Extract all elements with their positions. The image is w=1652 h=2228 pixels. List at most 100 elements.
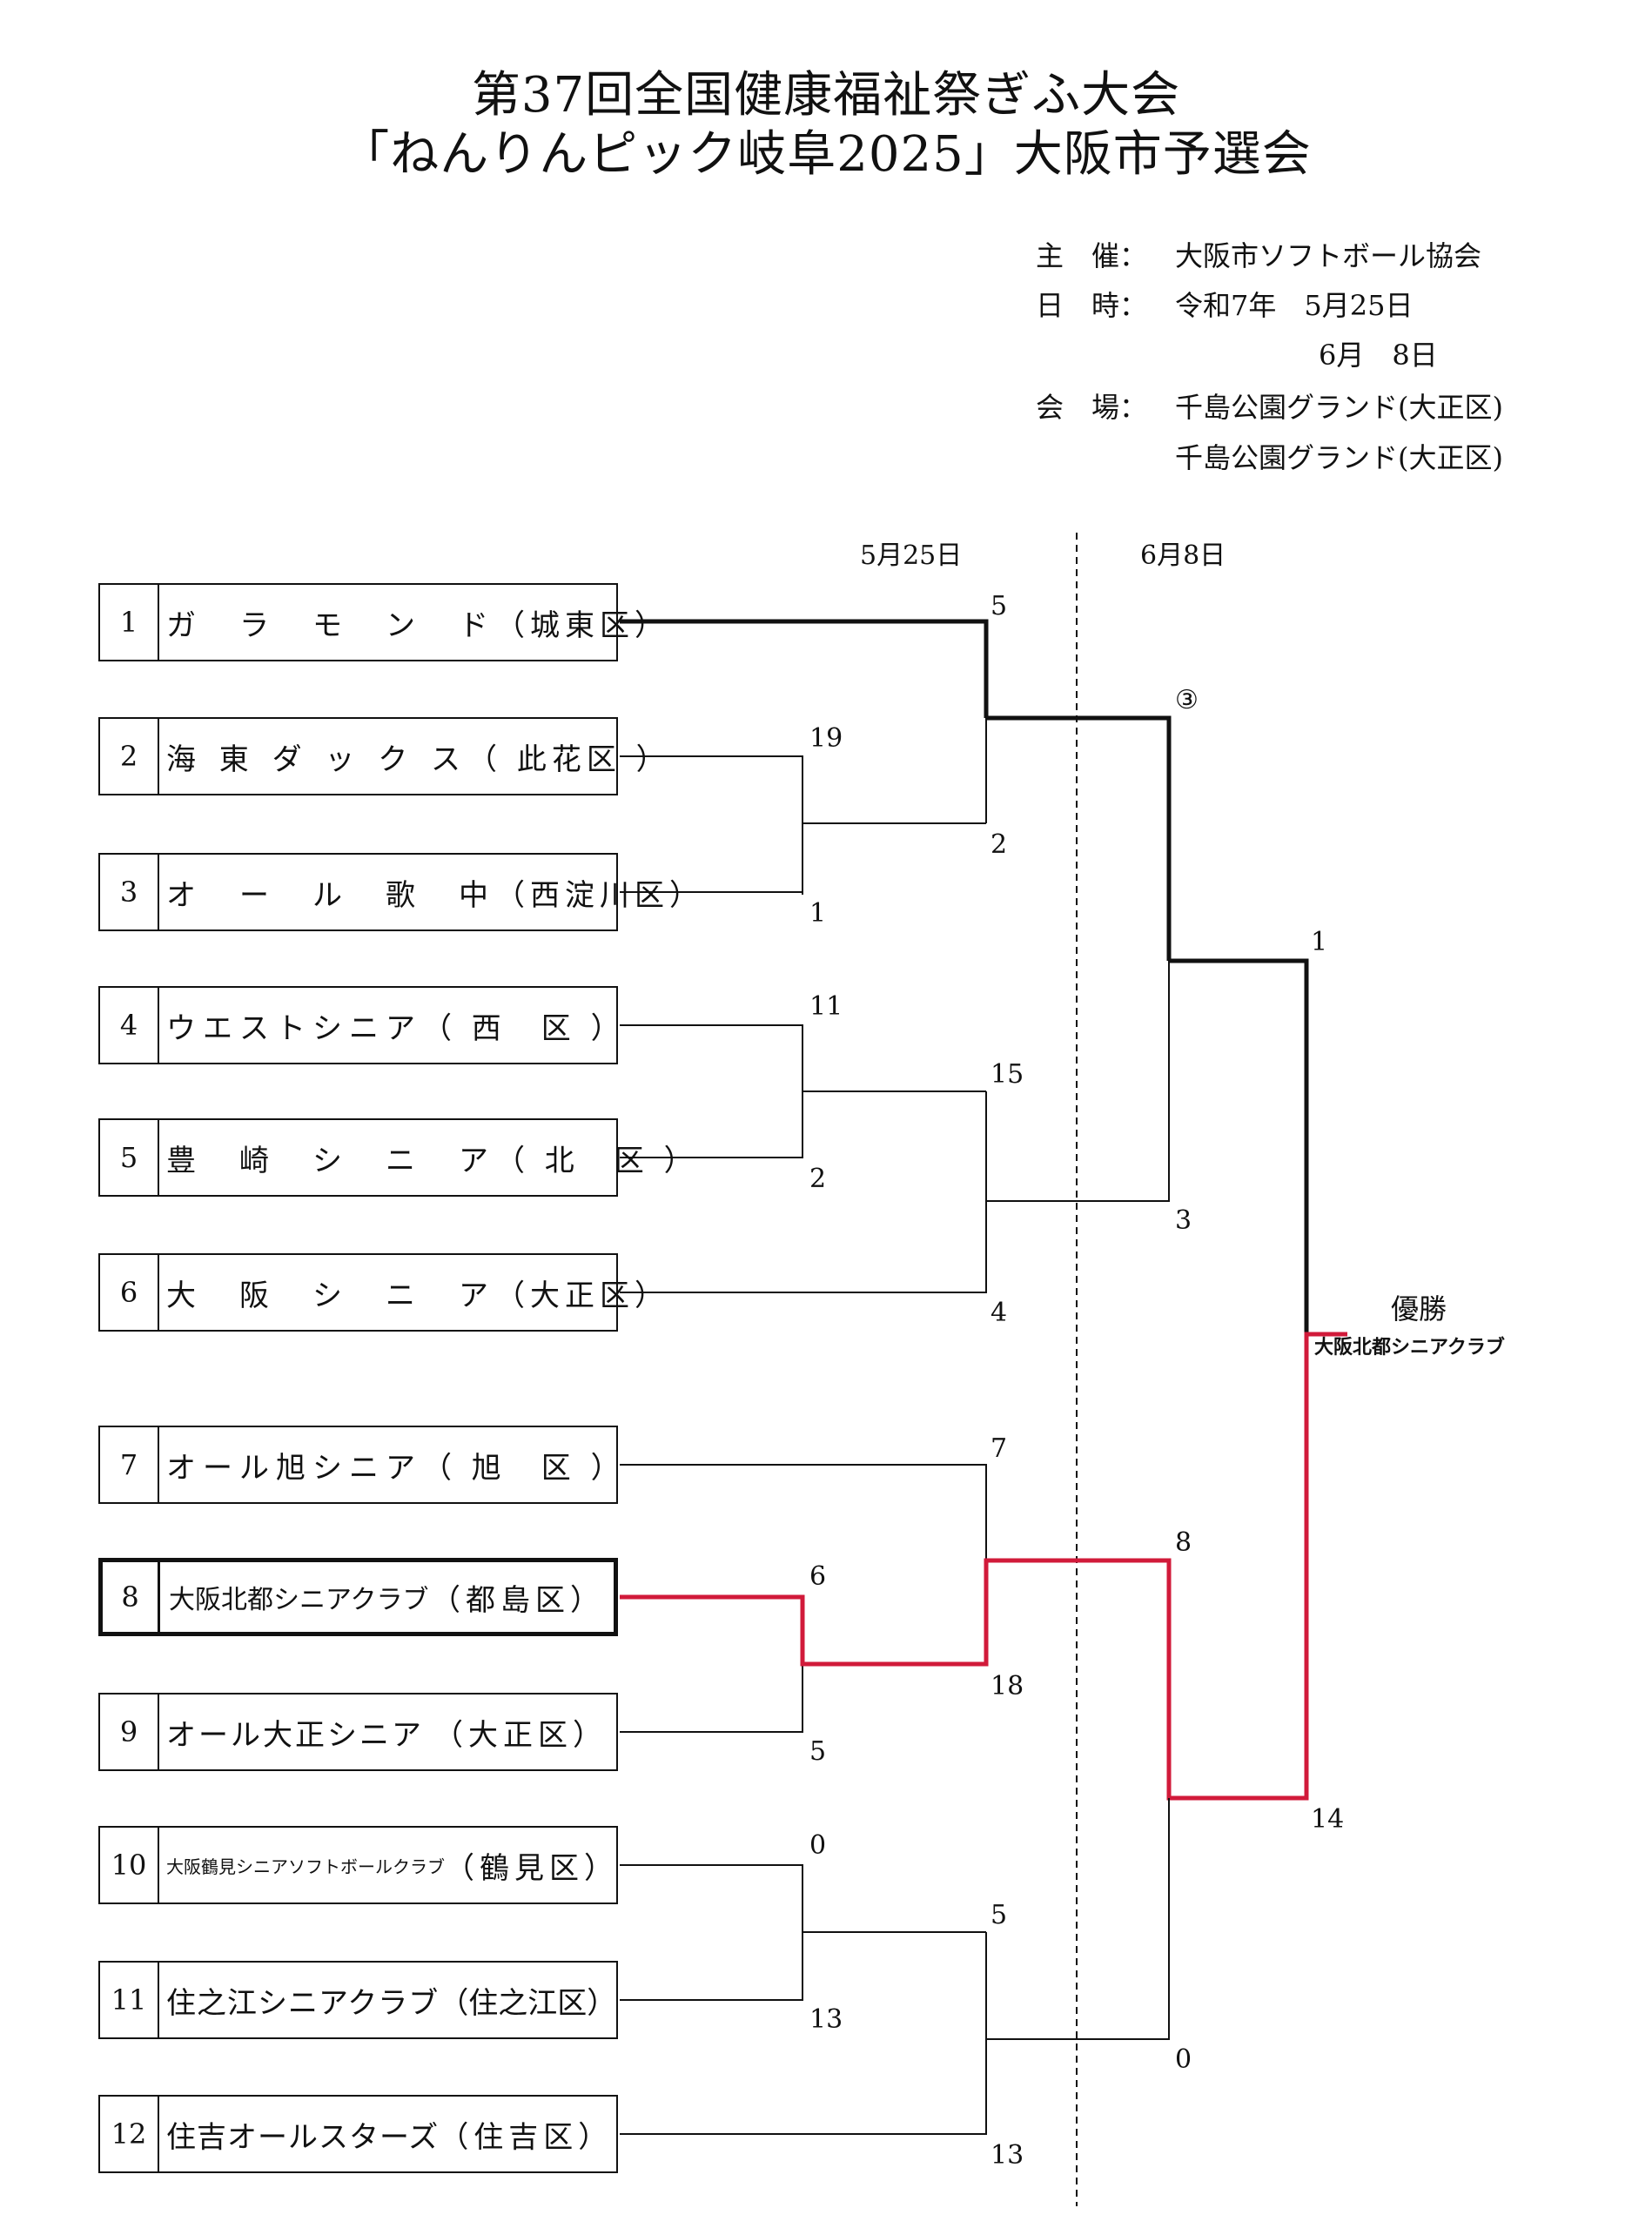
score-w45-vs-t6-top: 15 — [991, 1059, 1024, 1090]
team-box-1: 1 ガ ラ モ ン ド （城東区） — [98, 583, 664, 661]
team-number: 4 — [100, 988, 159, 1063]
line-w456 — [986, 961, 1170, 1202]
line-t2 — [620, 755, 803, 895]
score-w45-vs-t6-bottom: 4 — [991, 1298, 1008, 1328]
score-t10-vs-t11-bottom: 13 — [809, 2004, 843, 2035]
team-ward: （ 旭 区 ） — [422, 1450, 626, 1486]
team-box-2: 2 海 東 ダ ッ ク ス （ 此花区 ） — [98, 717, 666, 795]
team-number: 2 — [100, 719, 159, 794]
team-number: 12 — [100, 2097, 159, 2171]
score-w1011-vs-t12-bottom: 13 — [991, 2140, 1024, 2171]
team-box-12: 12 住吉オールスターズ （住吉区） — [98, 2095, 618, 2173]
round1-date-label: 5月25日 — [860, 540, 963, 571]
date-value-2: 6月 8日 — [1319, 339, 1438, 372]
team-number: 9 — [100, 1694, 159, 1769]
team-ward: （ 此花区 ） — [467, 742, 671, 777]
score-final-top: 1 — [1311, 927, 1328, 957]
line-w101112 — [986, 1798, 1170, 2040]
team-name-row: 住吉オールスターズ （住吉区） — [166, 2097, 608, 2171]
venue-value-1: 千島公園グランド(大正区) — [1175, 391, 1503, 424]
team-name: オール大正シニア — [166, 1717, 424, 1753]
team-name-row: 大 阪 シ ニ ア （大正区） — [166, 1255, 664, 1330]
line-t7 — [620, 1464, 987, 1560]
team-number: 10 — [100, 1828, 159, 1903]
team-name: 住之江シニアクラブ — [166, 1985, 440, 2021]
team-box-7: 7 オール旭シニア （ 旭 区 ） — [98, 1426, 621, 1504]
team-name: 海 東 ダ ッ ク ス — [166, 742, 468, 777]
team-ward: （大正区） — [433, 1717, 608, 1753]
score-t8-vs-t9-bottom: 5 — [809, 1736, 827, 1767]
round2-date-label: 6月8日 — [1140, 540, 1226, 571]
team-ward: （ 北 区 ） — [495, 1143, 699, 1178]
score-t10-vs-t11-top: 0 — [809, 1830, 827, 1861]
team-name-row: 住之江シニアクラブ （住之江区） — [166, 1963, 616, 2037]
team-name: ガ ラ モ ン ド — [166, 607, 495, 643]
team-box-10: 10 大阪鶴見シニアソフトボールクラブ （鶴見区） — [98, 1826, 618, 1904]
team-name-row: ウエストシニア （ 西 区 ） — [166, 988, 621, 1063]
team-name-row: 豊 崎 シ ニ ア （ 北 区 ） — [166, 1120, 694, 1195]
team-name: 大 阪 シ ニ ア — [166, 1278, 495, 1313]
score-semi2-top: 8 — [1175, 1527, 1192, 1558]
line-t8-win — [620, 1332, 1347, 1801]
host-value: 大阪市ソフトボール協会 — [1175, 239, 1482, 272]
line-w1-23 — [986, 715, 1172, 961]
team-number: 7 — [100, 1427, 159, 1502]
score-t8-vs-t9-top: 6 — [809, 1561, 827, 1592]
team-name-row: 大阪鶴見シニアソフトボールクラブ （鶴見区） — [166, 1828, 614, 1903]
champion-team-name: 大阪北都シニアクラブ — [1314, 1337, 1505, 1359]
line-t10 — [620, 1864, 803, 2001]
team-name-row: オール旭シニア （ 旭 区 ） — [166, 1427, 621, 1502]
team-box-6: 6 大 阪 シ ニ ア （大正区） — [98, 1253, 664, 1332]
team-name: 豊 崎 シ ニ ア — [166, 1143, 495, 1178]
score-t2-vs-t3-bottom: 1 — [809, 898, 827, 929]
date-label: 日 時： — [1036, 289, 1148, 322]
team-ward: （都島区） — [431, 1582, 605, 1618]
team-ward: （住吉区） — [439, 2119, 614, 2155]
score-t2-vs-t3-top: 19 — [809, 723, 843, 754]
champion-label: 優勝 — [1391, 1292, 1447, 1325]
score-semi1-top: ③ — [1175, 685, 1199, 715]
team-ward: （住之江区） — [439, 1985, 617, 2021]
team-name: ウエストシニア — [166, 1010, 422, 1046]
title-line-1: 第37回全国健康福祉祭ぎふ大会 — [471, 67, 1181, 124]
team-name: 住吉オールスターズ — [166, 2119, 440, 2155]
line-t9 — [620, 1664, 803, 1733]
team-ward: （大正区） — [495, 1278, 669, 1313]
team-box-11: 11 住之江シニアクラブ （住之江区） — [98, 1961, 618, 2039]
host-label: 主 催： — [1036, 239, 1148, 272]
team-box-8: 8 大阪北都シニアクラブ （都島区） — [98, 1558, 618, 1636]
team-number: 8 — [103, 1562, 160, 1632]
line-t1 — [620, 619, 989, 718]
score-t1-vs-w23-top: 5 — [991, 591, 1008, 621]
team-name-row: 海 東 ダ ッ ク ス （ 此花区 ） — [166, 719, 666, 794]
score-w1011-vs-t12-top: 5 — [991, 1900, 1008, 1930]
score-semi2-bottom: 0 — [1175, 2044, 1192, 2075]
line-t12 — [620, 1932, 987, 2135]
venue-value-2: 千島公園グランド(大正区) — [1175, 441, 1503, 474]
team-ward: （ 西 区 ） — [422, 1010, 626, 1046]
line-t6 — [620, 1091, 987, 1293]
score-t4-vs-t5-top: 11 — [809, 991, 843, 1022]
team-number: 1 — [100, 585, 159, 660]
team-ward: （鶴見区） — [445, 1850, 619, 1886]
team-box-4: 4 ウエストシニア （ 西 区 ） — [98, 986, 621, 1064]
score-final-bottom: 14 — [1311, 1804, 1345, 1835]
team-number: 6 — [100, 1255, 159, 1330]
team-name: 大阪鶴見シニアソフトボールクラブ — [166, 1856, 445, 1877]
team-name: 大阪北都シニアクラブ — [169, 1585, 429, 1615]
team-number: 11 — [100, 1963, 159, 2037]
title-line-2: 「ねんりんピック岐阜2025」大阪市予選会 — [340, 126, 1312, 183]
team-name-row: 大阪北都シニアクラブ （都島区） — [169, 1562, 605, 1632]
team-name-row: ガ ラ モ ン ド （城東区） — [166, 585, 664, 660]
team-ward: （城東区） — [495, 607, 669, 643]
line-semi1-win — [1169, 958, 1309, 1334]
team-number: 3 — [100, 855, 159, 929]
score-t1-vs-w23-bottom: 2 — [991, 829, 1008, 860]
team-name-row: オール大正シニア （大正区） — [166, 1694, 608, 1769]
score-t7-vs-w89-bottom: 18 — [991, 1671, 1024, 1701]
score-t4-vs-t5-bottom: 2 — [809, 1164, 827, 1194]
team-name: オ ー ル 歌 中 — [166, 877, 495, 913]
team-box-9: 9 オール大正シニア （大正区） — [98, 1693, 618, 1771]
team-number: 5 — [100, 1120, 159, 1195]
